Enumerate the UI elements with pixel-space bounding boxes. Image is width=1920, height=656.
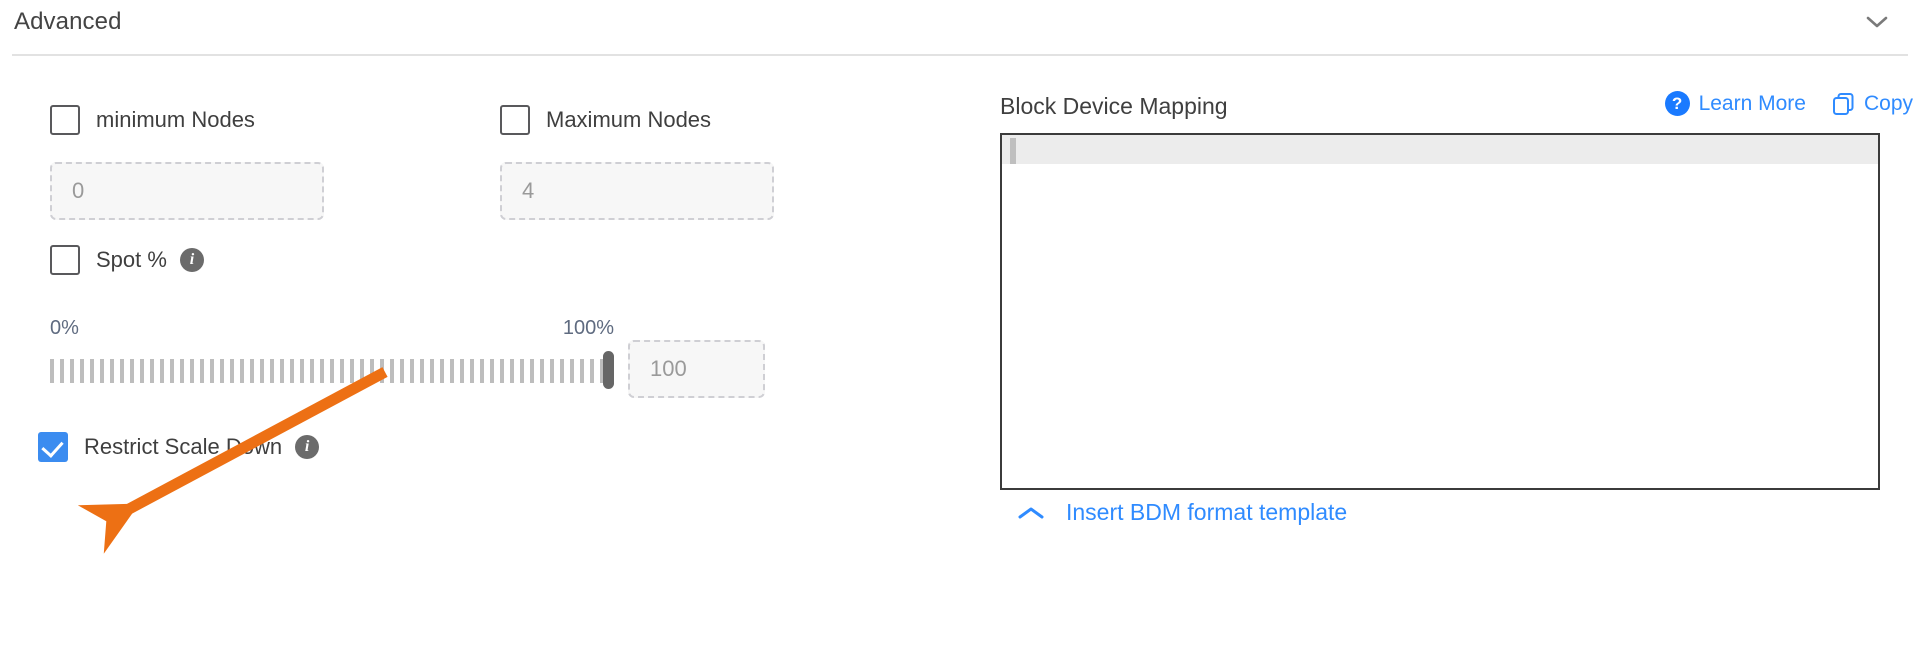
editor-active-line (1002, 135, 1878, 164)
slider-thumb[interactable] (603, 351, 614, 389)
editor-cursor (1010, 138, 1016, 164)
collapse-section-button[interactable] (1856, 5, 1898, 39)
minimum-nodes-checkbox[interactable] (50, 105, 80, 135)
learn-more-link[interactable]: ? Learn More (1664, 91, 1806, 116)
spot-percent-slider[interactable] (50, 351, 614, 389)
advanced-left-panel: minimum Nodes 0 Maximum Nodes 4 Spot % i… (0, 55, 980, 656)
advanced-section-header[interactable]: Advanced (0, 0, 1920, 55)
restrict-scale-down-row: Restrict Scale Down i (38, 432, 320, 462)
spot-percent-row: Spot % i (50, 245, 204, 275)
spot-percent-value-input[interactable]: 100 (628, 340, 765, 398)
copy-button[interactable]: Copy (1832, 92, 1913, 116)
minimum-nodes-input[interactable]: 0 (50, 162, 324, 220)
maximum-nodes-input[interactable]: 4 (500, 162, 774, 220)
bdm-code-editor[interactable] (1000, 133, 1880, 490)
spot-percent-label: Spot % (96, 247, 167, 272)
chevron-up-icon (1018, 507, 1044, 518)
spot-percent-checkbox[interactable] (50, 245, 80, 275)
header-divider (12, 54, 1908, 56)
block-device-mapping-panel: Block Device Mapping ? Learn More Copy I… (1000, 55, 1920, 656)
copy-label: Copy (1863, 91, 1913, 115)
insert-bdm-format-template-label: Insert BDM format template (1066, 499, 1348, 525)
maximum-nodes-checkbox[interactable] (500, 105, 530, 135)
slider-ticks (50, 359, 614, 383)
minimum-nodes-label: minimum Nodes (96, 107, 255, 132)
spot-percent-slider-group: 0% 100% (50, 317, 614, 389)
restrict-scale-down-info-icon[interactable]: i (295, 435, 320, 459)
insert-bdm-format-template-link[interactable]: Insert BDM format template (1018, 499, 1347, 526)
restrict-scale-down-checkbox[interactable] (38, 432, 68, 462)
spot-percent-info-icon[interactable]: i (179, 248, 204, 272)
restrict-scale-down-label: Restrict Scale Down (84, 434, 283, 459)
maximum-nodes-row: Maximum Nodes (500, 105, 711, 135)
slider-max-label: 100% (562, 317, 614, 339)
minimum-nodes-row: minimum Nodes (50, 105, 255, 135)
maximum-nodes-label: Maximum Nodes (546, 107, 712, 132)
learn-more-label: Learn More (1698, 91, 1806, 115)
question-mark-circle-icon: ? (1664, 91, 1690, 116)
chevron-down-icon (1866, 16, 1888, 28)
copy-icon (1832, 92, 1854, 115)
slider-min-label: 0% (50, 317, 79, 339)
slider-scale-labels: 0% 100% (50, 317, 614, 343)
page-title: Advanced (14, 8, 122, 35)
block-device-mapping-actions: ? Learn More Copy (1664, 91, 1913, 116)
block-device-mapping-title: Block Device Mapping (1000, 93, 1228, 119)
